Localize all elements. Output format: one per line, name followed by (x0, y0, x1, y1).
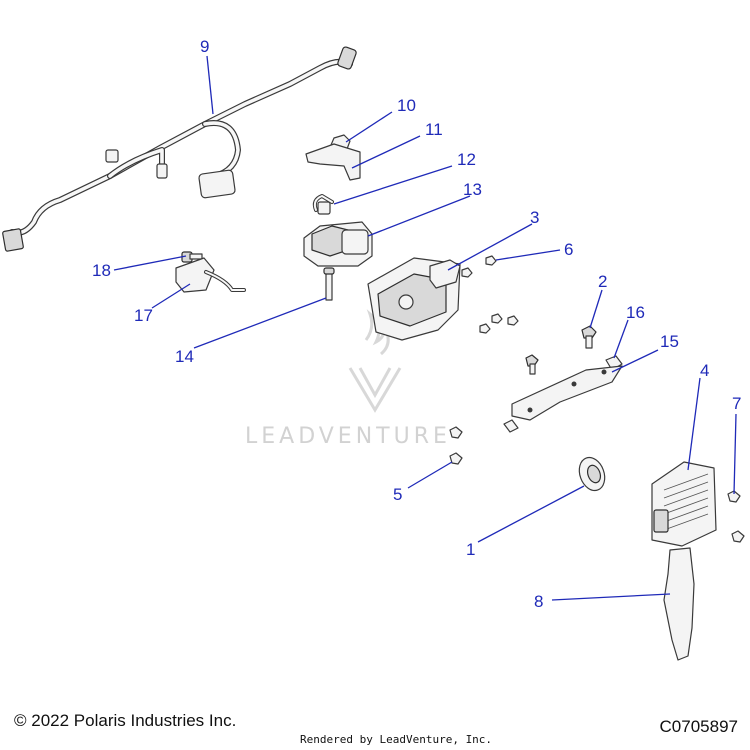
callout-10: 10 (397, 96, 416, 115)
rendered-by-credit: Rendered by LeadVenture, Inc. (300, 733, 493, 746)
part-3-ecu (367, 257, 461, 341)
callout-5: 5 (393, 485, 402, 504)
part-8-heat-shield (663, 547, 695, 661)
watermark-text: LEADVENTURE (245, 424, 451, 449)
callout-3: 3 (530, 208, 539, 227)
drawing-number: C0705897 (659, 717, 738, 736)
callout-12: 12 (457, 150, 476, 169)
callout-1: 1 (466, 540, 475, 559)
callout-18: 18 (92, 261, 111, 280)
part-1-grommet (578, 456, 606, 492)
watermark-logo-icon (348, 309, 402, 413)
part-11-bracket (305, 143, 361, 181)
part-18-screw (181, 251, 203, 263)
copyright-notice: © 2022 Polaris Industries Inc. (14, 711, 237, 730)
callout-17: 17 (134, 306, 153, 325)
part-9-wire-harness (2, 46, 357, 252)
callout-16: 16 (626, 303, 645, 322)
part-7-screws (727, 490, 745, 543)
ecu-mounting-screws (461, 267, 519, 334)
part-6-screw (485, 255, 497, 266)
callout-leaders (113, 55, 737, 601)
callout-8: 8 (534, 592, 543, 611)
callout-labels: 9 10 11 12 13 3 6 2 16 15 4 7 18 17 14 5… (92, 37, 741, 611)
watermark: LEADVENTURE (245, 309, 451, 449)
part-14-long-bolt (323, 267, 335, 301)
callout-6: 6 (564, 240, 573, 259)
callout-13: 13 (463, 180, 482, 199)
part-2-bolt (581, 325, 597, 349)
part-12-sensor (312, 194, 334, 215)
part-17-sensor (175, 257, 246, 293)
part-13-coil (303, 221, 373, 267)
callout-4: 4 (700, 361, 709, 380)
callout-14: 14 (175, 347, 194, 366)
callout-7: 7 (732, 394, 741, 413)
callout-9: 9 (200, 37, 209, 56)
callout-15: 15 (660, 332, 679, 351)
part-4-regulator (651, 461, 717, 547)
part-16-clip (605, 355, 623, 371)
callout-11: 11 (425, 120, 443, 139)
callout-2: 2 (598, 272, 607, 291)
part-15-plate (511, 365, 623, 421)
bracket-bolts (449, 354, 539, 439)
